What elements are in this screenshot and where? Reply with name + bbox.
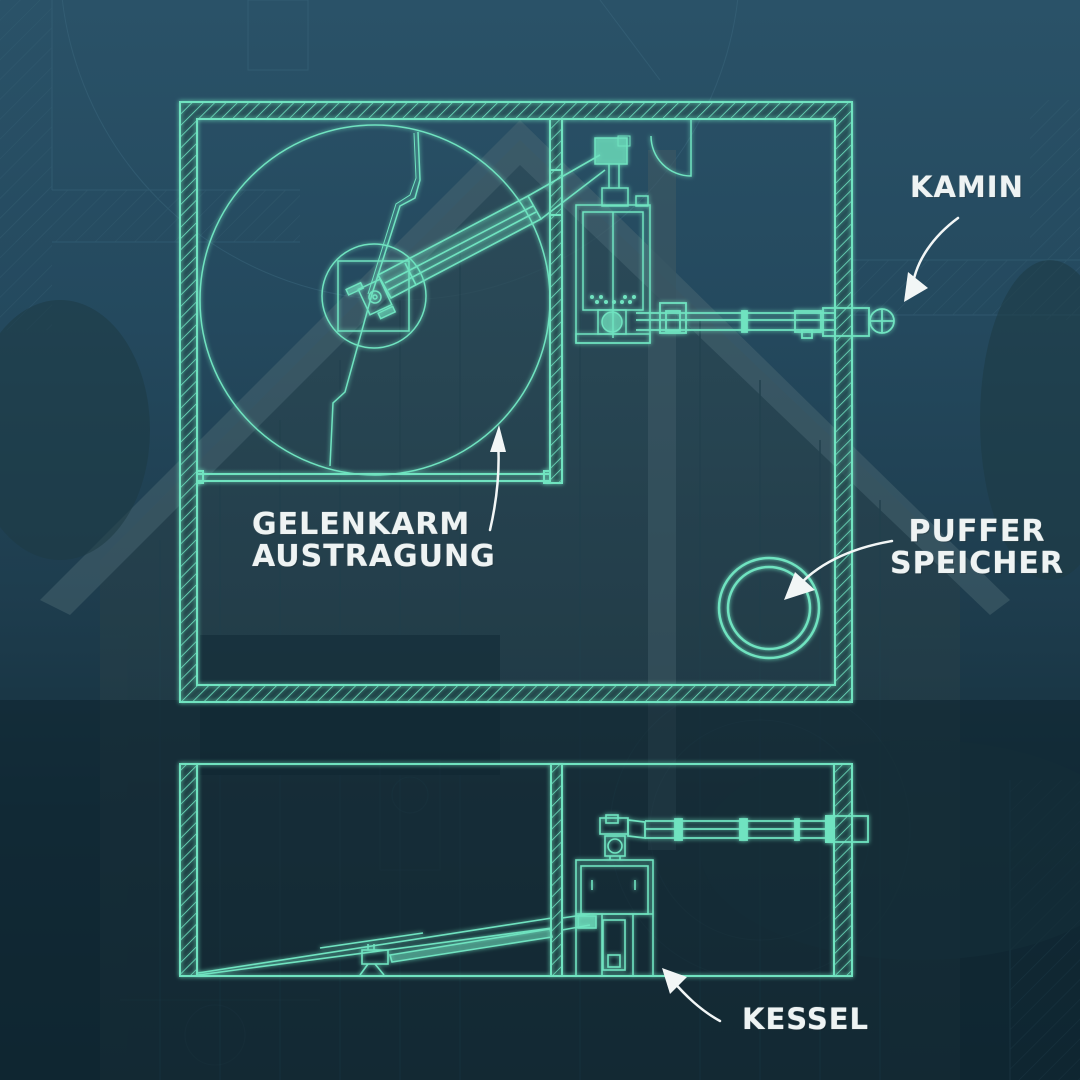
label-pufferspeicher: PUFFER SPEICHER [890, 516, 1064, 579]
door-swing [650, 118, 692, 177]
label-kessel: KESSEL [742, 1002, 870, 1036]
label-gelenkarm-austragung: GELENKARM AUSTRAGUNG [252, 509, 496, 572]
top-view-plan [179, 101, 895, 703]
label-kessel-text: KESSEL [742, 1002, 870, 1036]
label-kamin-text: KAMIN [910, 170, 1024, 204]
arrow-kessel-icon [670, 978, 722, 1023]
buffer-tank-circle [717, 556, 821, 660]
inclined-conveyor [197, 913, 597, 976]
label-kamin: KAMIN [910, 170, 1024, 204]
annotation-arrows [488, 216, 960, 1023]
articulated-arm-conveyor [376, 154, 606, 300]
arrowhead-kamin [904, 272, 928, 302]
flue-pipe-side-view [627, 815, 869, 843]
outer-wall [179, 101, 853, 703]
label-gelenkarm-line1: GELENKARM [252, 507, 471, 542]
agitator-circle [199, 124, 551, 476]
label-puffer-line1: PUFFER [908, 514, 1046, 549]
flue-pipe-top-view [636, 302, 895, 339]
label-gelenkarm-line2: AUSTRAGUNG [252, 538, 496, 574]
arrowhead-gelenkarm [490, 425, 506, 452]
arrowhead-kessel [662, 968, 687, 994]
arrowhead-puffer [784, 572, 815, 600]
boiler-top-view [575, 164, 651, 344]
arrow-kamin-icon [910, 216, 960, 292]
boiler-side-view [575, 814, 654, 977]
label-puffer-line2: SPEICHER [890, 545, 1064, 581]
side-view-section [179, 763, 869, 977]
interior-wall-vertical [549, 118, 563, 484]
